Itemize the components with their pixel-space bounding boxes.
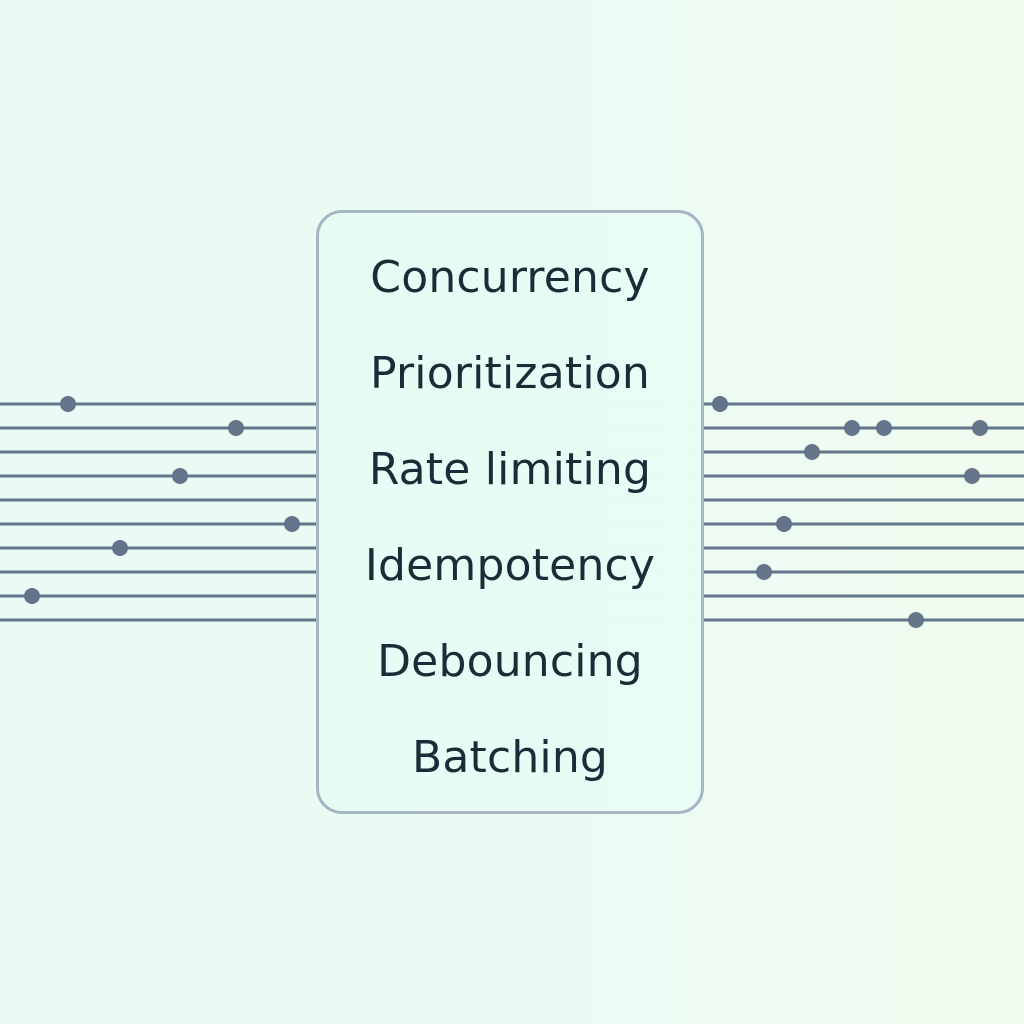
- incoming-event-dot: [284, 516, 300, 532]
- feature-batching: Batching: [411, 732, 609, 783]
- incoming-event-dot: [60, 396, 76, 412]
- incoming-event-dot: [112, 540, 128, 556]
- feature-rate-limiting: Rate limiting: [368, 444, 652, 495]
- incoming-event-dot: [24, 588, 40, 604]
- outgoing-event-dot: [804, 444, 820, 460]
- outgoing-event-dot: [756, 564, 772, 580]
- outgoing-event-dot: [712, 396, 728, 412]
- incoming-event-dot: [228, 420, 244, 436]
- feature-concurrency: Concurrency: [370, 252, 650, 303]
- feature-idempotency: Idempotency: [364, 540, 656, 591]
- outgoing-event-dot: [776, 516, 792, 532]
- outgoing-event-dot: [964, 468, 980, 484]
- outgoing-event-dot: [972, 420, 988, 436]
- outgoing-event-dot: [844, 420, 860, 436]
- outgoing-event-dot: [876, 420, 892, 436]
- feature-debouncing: Debouncing: [377, 636, 643, 687]
- feature-prioritization: Prioritization: [370, 348, 650, 399]
- flow-control-panel: Concurrency Prioritization Rate limiting…: [316, 210, 704, 814]
- outgoing-event-dot: [908, 612, 924, 628]
- incoming-event-dot: [172, 468, 188, 484]
